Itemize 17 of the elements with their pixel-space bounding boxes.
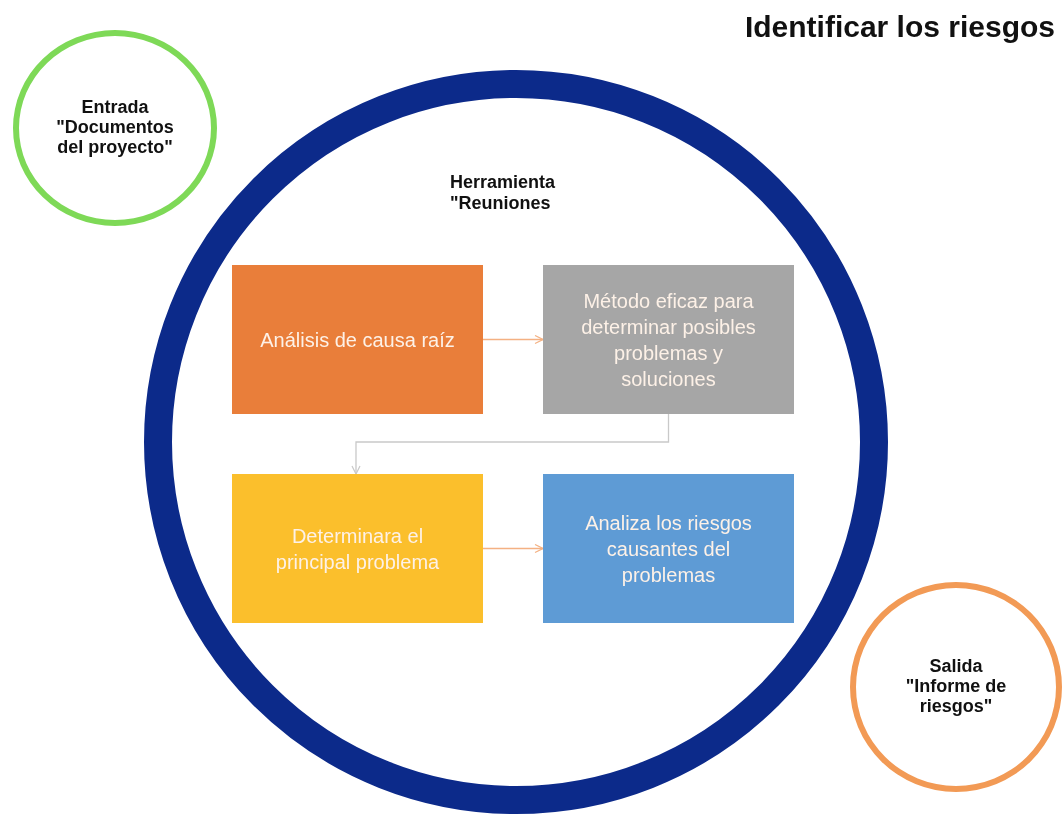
circle-text: Entrada "Documentos del proyecto" bbox=[55, 98, 175, 158]
process-box bbox=[543, 265, 794, 414]
box-text: Análisis de causa raíz bbox=[260, 327, 455, 353]
box-text: Método eficaz para determinar posibles problemas y soluciones bbox=[580, 288, 757, 392]
arrow bbox=[482, 334, 544, 345]
arrow bbox=[351, 413, 670, 475]
process-box bbox=[232, 474, 483, 623]
circle-heading: Herramienta "Reuniones bbox=[450, 172, 557, 214]
box-text: Analiza los riesgos causantes del problemas bbox=[584, 510, 753, 588]
arrow bbox=[482, 543, 544, 554]
circle bbox=[13, 30, 217, 226]
process-box bbox=[543, 474, 794, 623]
box-text: Determinara el principal problema bbox=[274, 523, 441, 575]
circle-text: Salida "Informe de riesgos" bbox=[904, 657, 1008, 717]
title: Identificar los riesgos bbox=[744, 10, 1055, 44]
circle bbox=[850, 582, 1062, 792]
process-box bbox=[232, 265, 483, 414]
